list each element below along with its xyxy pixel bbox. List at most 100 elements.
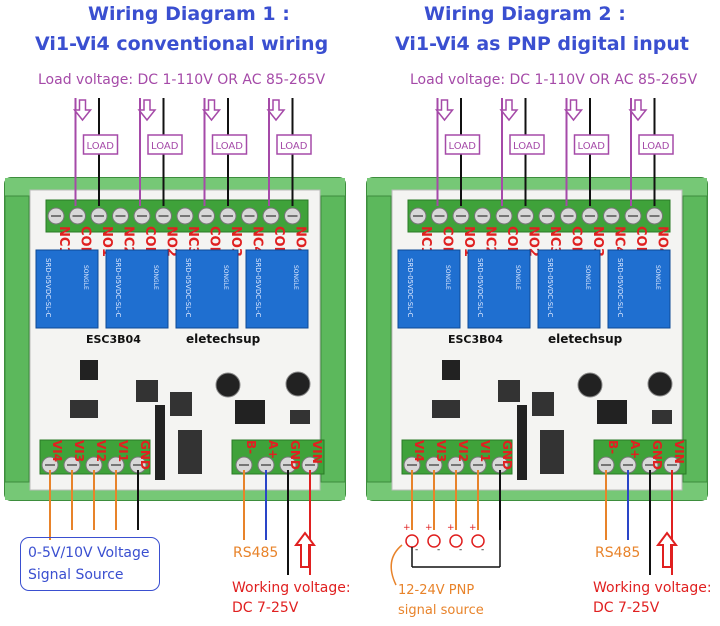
diagram2-relay (397, 249, 461, 329)
diagram1-input-label-vi4: VI4 (50, 440, 64, 462)
diagram1-relay-text: SRD-05VDC-SL-C (44, 258, 52, 317)
diagram2-relay-text: SRD-05VDC-SL-C (546, 258, 554, 317)
diagram1-load-box (276, 134, 312, 155)
diagram2-pnp-minus: - (415, 545, 418, 555)
diagram2-load-label: LOAD (513, 141, 541, 152)
diagram1-capacitor-1 (215, 372, 241, 398)
diagram1-load-voltage: Load voltage: DC 1-110V OR AC 85-265V (38, 72, 326, 88)
diagram1-relay-brand: SONGLE (222, 265, 229, 290)
diagram1-relay-label-nc2: NC2 (121, 226, 136, 255)
diagram2-relay-brand: SONGLE (584, 265, 591, 290)
diagram1-load-arrow-icon (266, 99, 286, 122)
diagram2-title-line1: Wiring Diagram 2 : (424, 3, 626, 25)
diagram2-power-label-b: B- (606, 440, 620, 454)
diagram2-power-arrow-icon (656, 531, 678, 568)
diagram1-relay (105, 249, 169, 329)
diagram2-rs485-label: RS485 (595, 545, 641, 561)
diagram1-relay (35, 249, 99, 329)
diagram1-input-label-vi1: VI1 (116, 440, 130, 462)
diagram2-working-voltage-line1: Working voltage: (593, 580, 712, 596)
diagram1-relay-text: SRD-05VDC-SL-C (114, 258, 122, 317)
diagram2-capacitor-2 (647, 371, 673, 397)
diagram2-relay-label-nc2: NC2 (483, 226, 498, 255)
diagram2-clip-right (682, 195, 708, 483)
diagram1-header-pins (155, 405, 165, 480)
diagram2-relay-text: SRD-05VDC-SL-C (476, 258, 484, 317)
diagram2-relay-label-no1: NO1 (461, 226, 476, 257)
diagram1-relay-label-no2: NO2 (164, 226, 179, 257)
diagram1-load-arrow-icon (137, 99, 157, 122)
diagram2-key-button (442, 360, 460, 380)
diagram2-load-voltage: Load voltage: DC 1-110V OR AC 85-265V (410, 72, 698, 88)
diagram2-pnp-source-circle (471, 534, 485, 548)
diagram2-load-label: LOAD (578, 141, 606, 152)
diagram2-power-label-gnd: GND (650, 440, 664, 470)
diagram1-board-model: ESC3B04 (86, 333, 141, 346)
diagram1-power-label-vin: VIN (310, 440, 324, 464)
diagram2-working-voltage-line2: DC 7-25V (593, 600, 660, 616)
diagram1-inductor (235, 400, 265, 424)
diagram1-power-label-a: A+ (266, 440, 280, 459)
diagram2-relay-label-no3: NO3 (590, 226, 605, 257)
diagram1-clip-left (4, 195, 30, 483)
diagram2-load-box (573, 134, 610, 155)
diagram2-signal-source-line2: signal source (398, 603, 484, 618)
diagram2-pnp-plus: + (403, 523, 411, 533)
diagram1-ic-4 (178, 430, 202, 474)
diagram1-input-label-gnd: GND (138, 440, 152, 470)
diagram2-relay-brand: SONGLE (654, 265, 661, 290)
diagram2-ic-1 (432, 400, 460, 418)
diagram1-relay-text: SRD-05VDC-SL-C (184, 258, 192, 317)
diagram1-power-label-b: B- (244, 440, 258, 454)
diagram2-relay-label-nc1: NC1 (418, 226, 433, 255)
diagram1-working-voltage-line1: Working voltage: (232, 580, 351, 596)
diagram2-relay (607, 249, 671, 329)
diagram1-load-label: LOAD (87, 141, 115, 152)
diagram2-relay-label-no4: NO4 (655, 226, 670, 257)
diagram1-load-box (82, 134, 119, 155)
diagram2-title-line2: Vi1-Vi4 as PNP digital input (395, 33, 689, 55)
diagram2-input-label-vi2: VI2 (456, 440, 470, 462)
diagram2-signal-source-line1: 12-24V PNP (398, 583, 475, 598)
diagram2-pnp-minus: - (481, 545, 484, 555)
diagram2-input-label-vi4: VI4 (412, 440, 426, 462)
diagram2-ic-3 (532, 392, 554, 416)
diagram2-relay-label-nc3: NC3 (547, 226, 562, 255)
diagram2-relay-brand: SONGLE (444, 265, 451, 290)
diagram2-power-label-vin: VIN (672, 440, 686, 464)
diagram2-input-label-gnd: GND (500, 440, 514, 470)
diagram1-power-arrow-icon (294, 531, 316, 568)
diagram1-relay-text: SRD-05VDC-SL-C (254, 258, 262, 317)
diagram1-power-label-gnd: GND (288, 440, 302, 470)
diagram2-relay-text: SRD-05VDC-SL-C (616, 258, 624, 317)
diagram2-relay-label-no2: NO2 (526, 226, 541, 257)
diagram1-load-label: LOAD (151, 141, 179, 152)
diagram1-load-arrow-icon (201, 99, 222, 122)
diagram2-relay-brand: SONGLE (514, 265, 521, 290)
diagram2-load-arrow-icon (628, 99, 648, 122)
diagram2-input-label-vi1: VI1 (478, 440, 492, 462)
diagram1-load-box (211, 134, 248, 155)
diagram2-pnp-source-circle (427, 534, 441, 548)
diagram1-ic-1 (70, 400, 98, 418)
diagram2-load-box (509, 134, 545, 155)
diagram1-working-voltage-line2: DC 7-25V (232, 600, 299, 616)
diagram1-relay-brand: SONGLE (82, 265, 89, 290)
diagram2-load-label: LOAD (642, 141, 670, 152)
diagram1-relay-label-nc1: NC1 (56, 226, 71, 255)
diagram1-load-arrow-icon (72, 99, 93, 122)
diagram1-relay (175, 249, 239, 329)
diagram1-relay-label-no1: NO1 (99, 226, 114, 257)
diagram2-clip-left (366, 195, 392, 483)
diagram1-ic-2 (136, 380, 158, 402)
diagram1-relay-label-nc4: NC4 (250, 226, 265, 255)
diagram2-board-model: ESC3B04 (448, 333, 503, 346)
diagram1-clip-right (320, 195, 346, 483)
diagram2-load-box (444, 134, 481, 155)
diagram1-ic-3 (170, 392, 192, 416)
diagram2-pnp-plus: + (447, 523, 455, 533)
diagram2-diode (652, 410, 672, 424)
